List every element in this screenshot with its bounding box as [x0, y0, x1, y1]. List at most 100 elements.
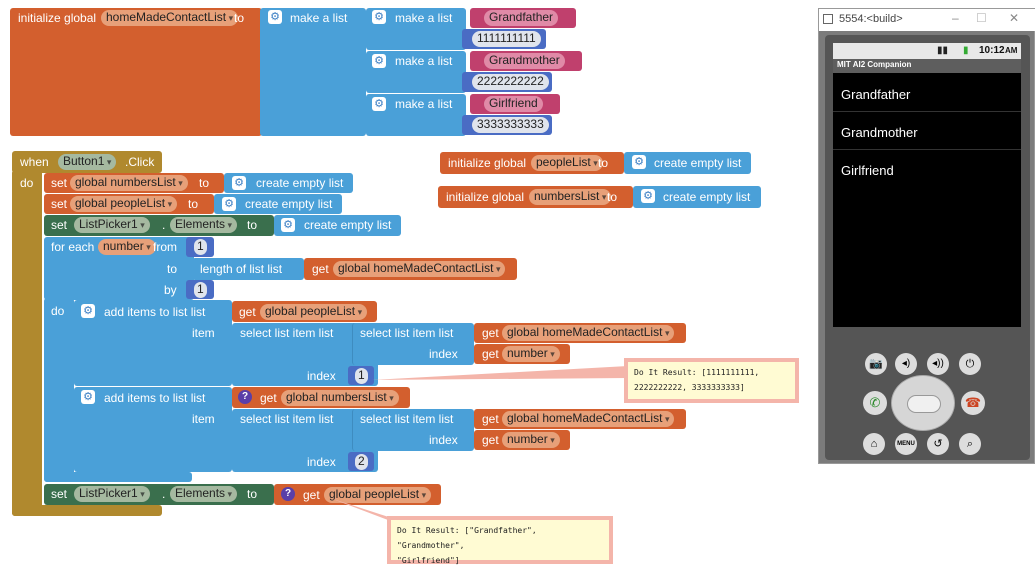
index-value[interactable]: 2 [355, 454, 368, 470]
dpad[interactable] [891, 375, 955, 431]
text-value-3[interactable]: Girlfriend [484, 96, 543, 112]
for-each-body-bar [44, 298, 74, 482]
index-label: index [429, 347, 458, 361]
note-line: 2222222222, 3333333333] [634, 383, 745, 392]
home-button[interactable]: ⌂ [863, 433, 885, 455]
status-bar: ▮▮ ▮ 10:12 AM [833, 43, 1021, 59]
close-icon[interactable]: ✕ [1009, 11, 1020, 25]
back-button[interactable]: ↺ [927, 433, 949, 455]
end-call-button[interactable]: ☎ [961, 391, 985, 415]
note-line: Do It Result: ["Grandfather", "Grandmoth… [397, 526, 537, 550]
gear-icon[interactable]: ⚙ [268, 10, 282, 24]
event-bottom [12, 505, 162, 516]
number-value-3[interactable]: 3333333333 [472, 117, 549, 133]
call-button[interactable]: ✆ [863, 391, 887, 415]
list-item[interactable]: Girlfriend [833, 151, 1021, 188]
gear-icon[interactable]: ⚙ [81, 390, 95, 404]
dpad-center[interactable] [907, 395, 941, 413]
volume-down-button[interactable]: ◂) [895, 353, 917, 375]
get-var[interactable]: number [502, 346, 560, 362]
maximize-icon[interactable]: ☐ [976, 11, 987, 25]
text-value-2[interactable]: Grandmother [484, 53, 565, 69]
get-label: get [482, 433, 499, 447]
status-ampm: AM [1005, 46, 1018, 55]
gear-icon[interactable]: ⚙ [281, 218, 295, 232]
by-value[interactable]: 1 [194, 282, 207, 298]
index-value[interactable]: 1 [355, 368, 368, 384]
select-inner-2[interactable] [352, 409, 474, 451]
create-empty-list-block[interactable] [633, 186, 761, 208]
to-label: to [167, 262, 178, 276]
get-var[interactable]: number [502, 432, 560, 448]
gear-icon[interactable]: ⚙ [222, 197, 236, 211]
make-list-outer[interactable] [260, 8, 366, 136]
menu-button[interactable]: MENU [895, 433, 917, 455]
button1-component[interactable]: Button1 [58, 154, 117, 170]
window-title: 5554:<build> [839, 13, 903, 25]
list-item[interactable]: Grandmother [833, 113, 1021, 150]
gear-icon[interactable]: ⚙ [641, 189, 655, 203]
gear-icon[interactable]: ⚙ [81, 304, 95, 318]
number-value-1[interactable]: 1111111111 [472, 31, 541, 47]
event-body-bar [12, 170, 42, 516]
loop-var[interactable]: number [98, 239, 156, 255]
gear-icon[interactable]: ⚙ [372, 10, 386, 24]
init-homemade-block[interactable] [10, 8, 262, 136]
init-label: initialize global [448, 156, 527, 170]
add-items-block-1[interactable] [74, 300, 232, 386]
number-value-2[interactable]: 2222222222 [472, 74, 549, 90]
set-var[interactable]: global numbersList [70, 175, 188, 191]
power-button[interactable]: ⏻ [959, 353, 981, 375]
note-line: Do It Result: [1111111111, [634, 368, 760, 377]
warning-icon[interactable]: ? [238, 390, 252, 404]
get-var[interactable]: global homeMadeContactList [502, 411, 675, 427]
camera-button[interactable]: 📷 [865, 353, 887, 375]
elements-property[interactable]: Elements [170, 217, 238, 233]
to-label: to [234, 11, 245, 25]
gear-icon[interactable]: ⚙ [232, 176, 246, 190]
create-empty-list-label: create empty list [663, 190, 751, 204]
get-var[interactable]: global numbersList [281, 390, 399, 406]
text-value-1[interactable]: Grandfather [484, 10, 559, 26]
gear-icon[interactable]: ⚙ [632, 155, 646, 169]
numberslist-var-name[interactable]: numbersList [529, 189, 612, 205]
set-var[interactable]: global peopleList [70, 196, 178, 212]
listpicker-component[interactable]: ListPicker1 [74, 217, 150, 233]
warning-icon[interactable]: ? [281, 487, 295, 501]
index-label: index [307, 369, 336, 383]
peoplelist-var-name[interactable]: peopleList [531, 155, 603, 171]
app-title-bar: MIT AI2 Companion [833, 59, 1021, 73]
make-list-label: make a list [290, 11, 348, 25]
gear-icon[interactable]: ⚙ [372, 54, 386, 68]
select-outer-label: select list item list [240, 412, 334, 426]
dot-label: . [162, 487, 166, 501]
from-value[interactable]: 1 [194, 239, 207, 255]
create-empty-list-block[interactable] [224, 173, 353, 193]
set-label: set [51, 176, 68, 190]
add-items-block-2[interactable] [74, 387, 232, 472]
get-var[interactable]: global homeMadeContactList [502, 325, 675, 341]
index-label: index [429, 433, 458, 447]
listpicker-component[interactable]: ListPicker1 [74, 486, 150, 502]
gear-icon[interactable]: ⚙ [372, 97, 386, 111]
do-label: do [20, 176, 34, 190]
length-of-list-block[interactable] [192, 258, 304, 280]
item-label: item [192, 412, 215, 426]
create-empty-list-label: create empty list [654, 156, 742, 170]
select-inner-1[interactable] [352, 323, 474, 365]
get-var[interactable]: global homeMadeContactList [333, 261, 506, 277]
list-item[interactable]: Grandfather [833, 75, 1021, 112]
minimize-icon[interactable]: – [952, 11, 959, 25]
get-var[interactable]: global peopleList [324, 487, 432, 503]
set-label: set [51, 197, 68, 211]
app-title: MIT AI2 Companion [837, 60, 912, 69]
homemade-var-name[interactable]: homeMadeContactList [101, 10, 239, 26]
get-label: get [239, 305, 256, 319]
elements-property[interactable]: Elements [170, 486, 238, 502]
create-empty-list-block[interactable] [624, 152, 751, 174]
create-empty-list-block[interactable] [214, 194, 342, 214]
create-empty-list-block[interactable] [274, 215, 401, 236]
volume-up-button[interactable]: ◂)) [927, 353, 949, 375]
get-var[interactable]: global peopleList [260, 304, 368, 320]
search-button[interactable]: ⌕ [959, 433, 981, 455]
